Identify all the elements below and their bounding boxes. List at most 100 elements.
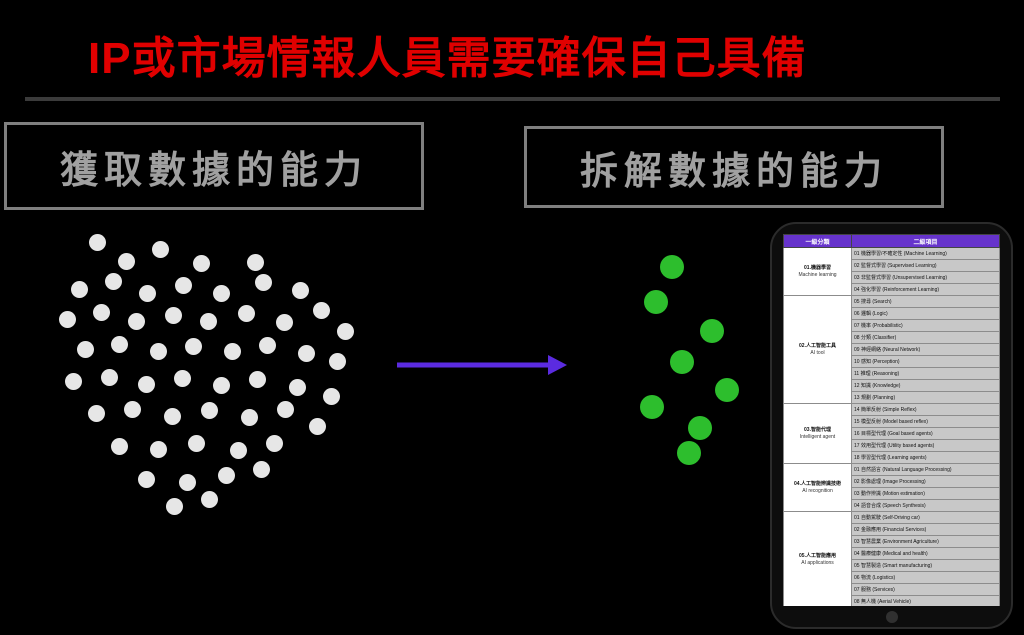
item-cell: 06 物流 (Logistics) [851, 571, 1000, 584]
table-row: 06 邏輯 (Logic) [784, 307, 1000, 320]
table-row: 16 目標型代理 (Goal based agents) [784, 427, 1000, 440]
item-cell: 06 邏輯 (Logic) [851, 307, 1000, 320]
column-header-item: 二級項目 [851, 234, 1000, 248]
raw-data-dot [322, 387, 340, 405]
raw-data-dot [138, 284, 156, 302]
raw-data-dot [110, 335, 128, 353]
raw-data-dot [199, 312, 217, 330]
raw-data-dot [123, 400, 141, 418]
structured-data-dot [677, 441, 701, 465]
item-cell: 01 機器學習/不確定性 (Machine Learning) [851, 247, 1000, 260]
raw-data-dot [110, 437, 128, 455]
raw-data-dot [248, 370, 266, 388]
raw-data-dot [312, 301, 330, 319]
table-row: 09 神經網絡 (Neural Network) [784, 343, 1000, 356]
item-cell: 04 醫療健康 (Medical and health) [851, 547, 1000, 560]
item-cell: 02 監督式學習 (Supervised Learning) [851, 259, 1000, 272]
raw-data-dot [165, 497, 183, 515]
structured-data-dot [715, 378, 739, 402]
item-cell: 05 搜尋 (Search) [851, 295, 1000, 308]
structured-data-dot [688, 416, 712, 440]
raw-data-dot [275, 313, 293, 331]
raw-data-dot [229, 441, 247, 459]
table-row: 04 醫療健康 (Medical and health) [784, 547, 1000, 560]
raw-data-dot [104, 272, 122, 290]
item-cell: 07 機率 (Probabilistic) [851, 319, 1000, 332]
raw-data-dot [87, 404, 105, 422]
item-cell: 04 強化學習 (Reinforcement Learning) [851, 283, 1000, 296]
raw-data-dot [164, 306, 182, 324]
table-row: 03 非監督式學習 (Unsupervised Learning) [784, 271, 1000, 284]
raw-data-dot [200, 490, 218, 508]
raw-data-dot [127, 312, 145, 330]
raw-data-dot [192, 254, 210, 272]
item-cell: 08 分類 (Classifier) [851, 331, 1000, 344]
item-cell: 10 感知 (Perception) [851, 355, 1000, 368]
item-cell: 12 知識 (Knowledge) [851, 379, 1000, 392]
item-cell: 03 智慧農業 (Environment Agriculture) [851, 535, 1000, 548]
raw-data-dot [92, 303, 110, 321]
structured-data-dot [660, 255, 684, 279]
item-cell: 13 規劃 (Planning) [851, 391, 1000, 404]
decompose-data-box: 拆解數據的能力 [524, 126, 944, 208]
raw-data-dot [187, 434, 205, 452]
item-cell: 08 無人機 (Aerial Vehicle) [851, 595, 1000, 606]
structured-data-dot [670, 350, 694, 374]
raw-data-dot [212, 284, 230, 302]
raw-data-dot [70, 280, 88, 298]
raw-data-dot [308, 417, 326, 435]
item-cell: 09 神經網絡 (Neural Network) [851, 343, 1000, 356]
raw-data-dot [178, 473, 196, 491]
raw-data-dot [217, 466, 235, 484]
raw-data-dot [212, 376, 230, 394]
raw-data-dot [174, 276, 192, 294]
item-cell: 11 推理 (Reasoning) [851, 367, 1000, 380]
raw-data-dot [223, 342, 241, 360]
table-row: 04 語音合成 (Speech Synthesis) [784, 499, 1000, 512]
raw-data-dot [328, 352, 346, 370]
item-cell: 03 非監督式學習 (Unsupervised Learning) [851, 271, 1000, 284]
raw-data-dot [240, 408, 258, 426]
table-row: 18 學習型代理 (Learning agents) [784, 451, 1000, 464]
item-cell: 02 影像處理 (Image Processing) [851, 475, 1000, 488]
raw-data-dot [76, 340, 94, 358]
raw-data-dot [291, 281, 309, 299]
item-cell: 01 自然語言 (Natural Language Processing) [851, 463, 1000, 476]
item-cell: 04 語音合成 (Speech Synthesis) [851, 499, 1000, 512]
raw-data-dot [258, 336, 276, 354]
item-cell: 01 自動駕駛 (Self-Driving car) [851, 511, 1000, 524]
raw-data-dot [200, 401, 218, 419]
right-arrow-icon [397, 355, 567, 375]
raw-data-dot [297, 344, 315, 362]
table-row: 05 智慧製造 (Smart manufacturing) [784, 559, 1000, 572]
decompose-data-label: 拆解數據的能力 [579, 150, 888, 193]
table-row: 11 推理 (Reasoning) [784, 367, 1000, 380]
raw-data-dot [137, 470, 155, 488]
table-row: 06 物流 (Logistics) [784, 571, 1000, 584]
raw-data-dot [237, 304, 255, 322]
raw-data-dot [137, 375, 155, 393]
raw-data-dot [149, 440, 167, 458]
table-row: 07 機率 (Probabilistic) [784, 319, 1000, 332]
raw-data-dot [173, 369, 191, 387]
table-row: 08 分類 (Classifier) [784, 331, 1000, 344]
item-cell: 02 金融應用 (Financial Services) [851, 523, 1000, 536]
title-underline [25, 97, 1000, 101]
home-button-icon [885, 611, 898, 623]
item-cell: 14 簡單反射 (Simple Reflex) [851, 403, 1000, 416]
item-cell: 05 智慧製造 (Smart manufacturing) [851, 559, 1000, 572]
item-cell: 03 動作辨識 (Motion estimation) [851, 487, 1000, 500]
raw-data-dot [254, 273, 272, 291]
item-cell: 15 模型反射 (Model based reflex) [851, 415, 1000, 428]
